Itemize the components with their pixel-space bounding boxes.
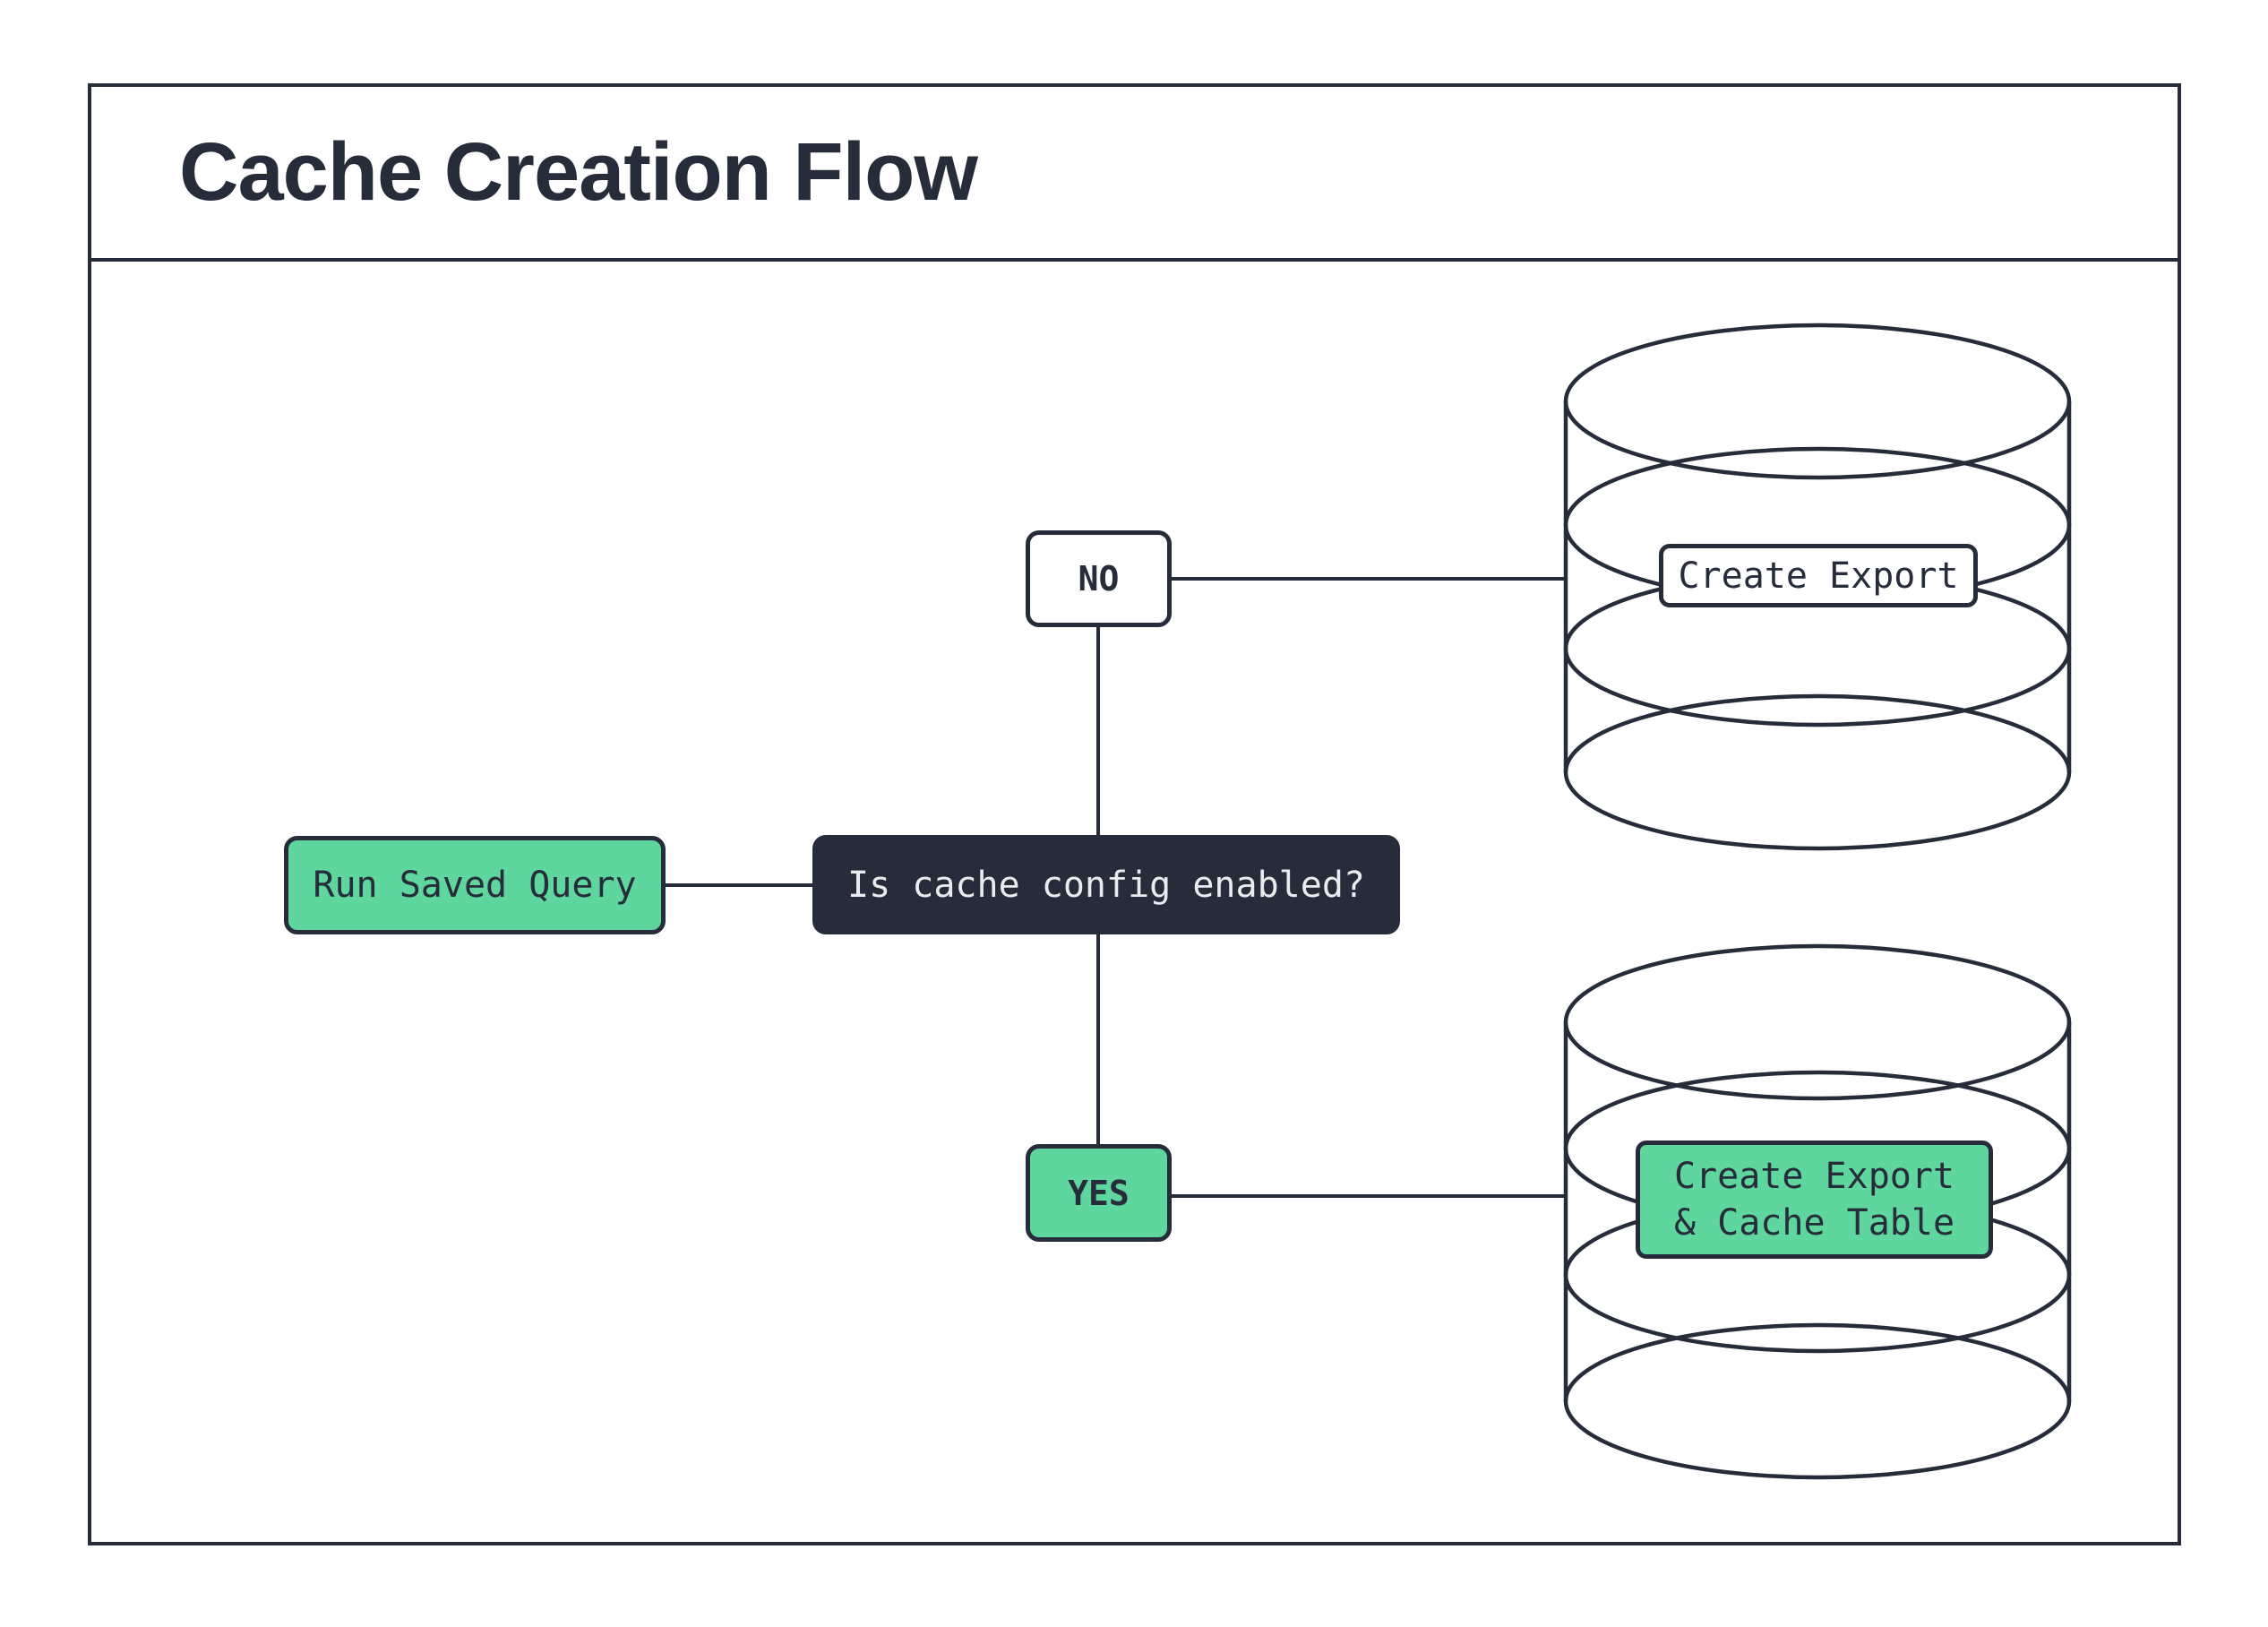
label-create-export-text: Create Export xyxy=(1678,555,1959,597)
node-yes-branch: YES xyxy=(1026,1144,1172,1242)
database-icon xyxy=(1563,323,2072,851)
label-create-export: Create Export xyxy=(1659,544,1978,607)
title-bar: Cache Creation Flow xyxy=(91,87,2178,262)
node-run-saved-query: Run Saved Query xyxy=(284,836,666,934)
page-title: Cache Creation Flow xyxy=(179,126,978,218)
node-no-branch: NO xyxy=(1026,530,1172,627)
label-create-export-cache-table: Create Export & Cache Table xyxy=(1636,1141,1993,1259)
diagram-frame: Cache Creation Flow xyxy=(88,83,2181,1545)
label-cache-line1: Create Export xyxy=(1673,1156,1955,1197)
node-cache-config-decision: Is cache config enabled? xyxy=(812,835,1400,934)
flow-canvas: Run Saved Query Is cache config enabled?… xyxy=(91,262,2178,1542)
label-cache-line2: & Cache Table xyxy=(1673,1202,1955,1244)
